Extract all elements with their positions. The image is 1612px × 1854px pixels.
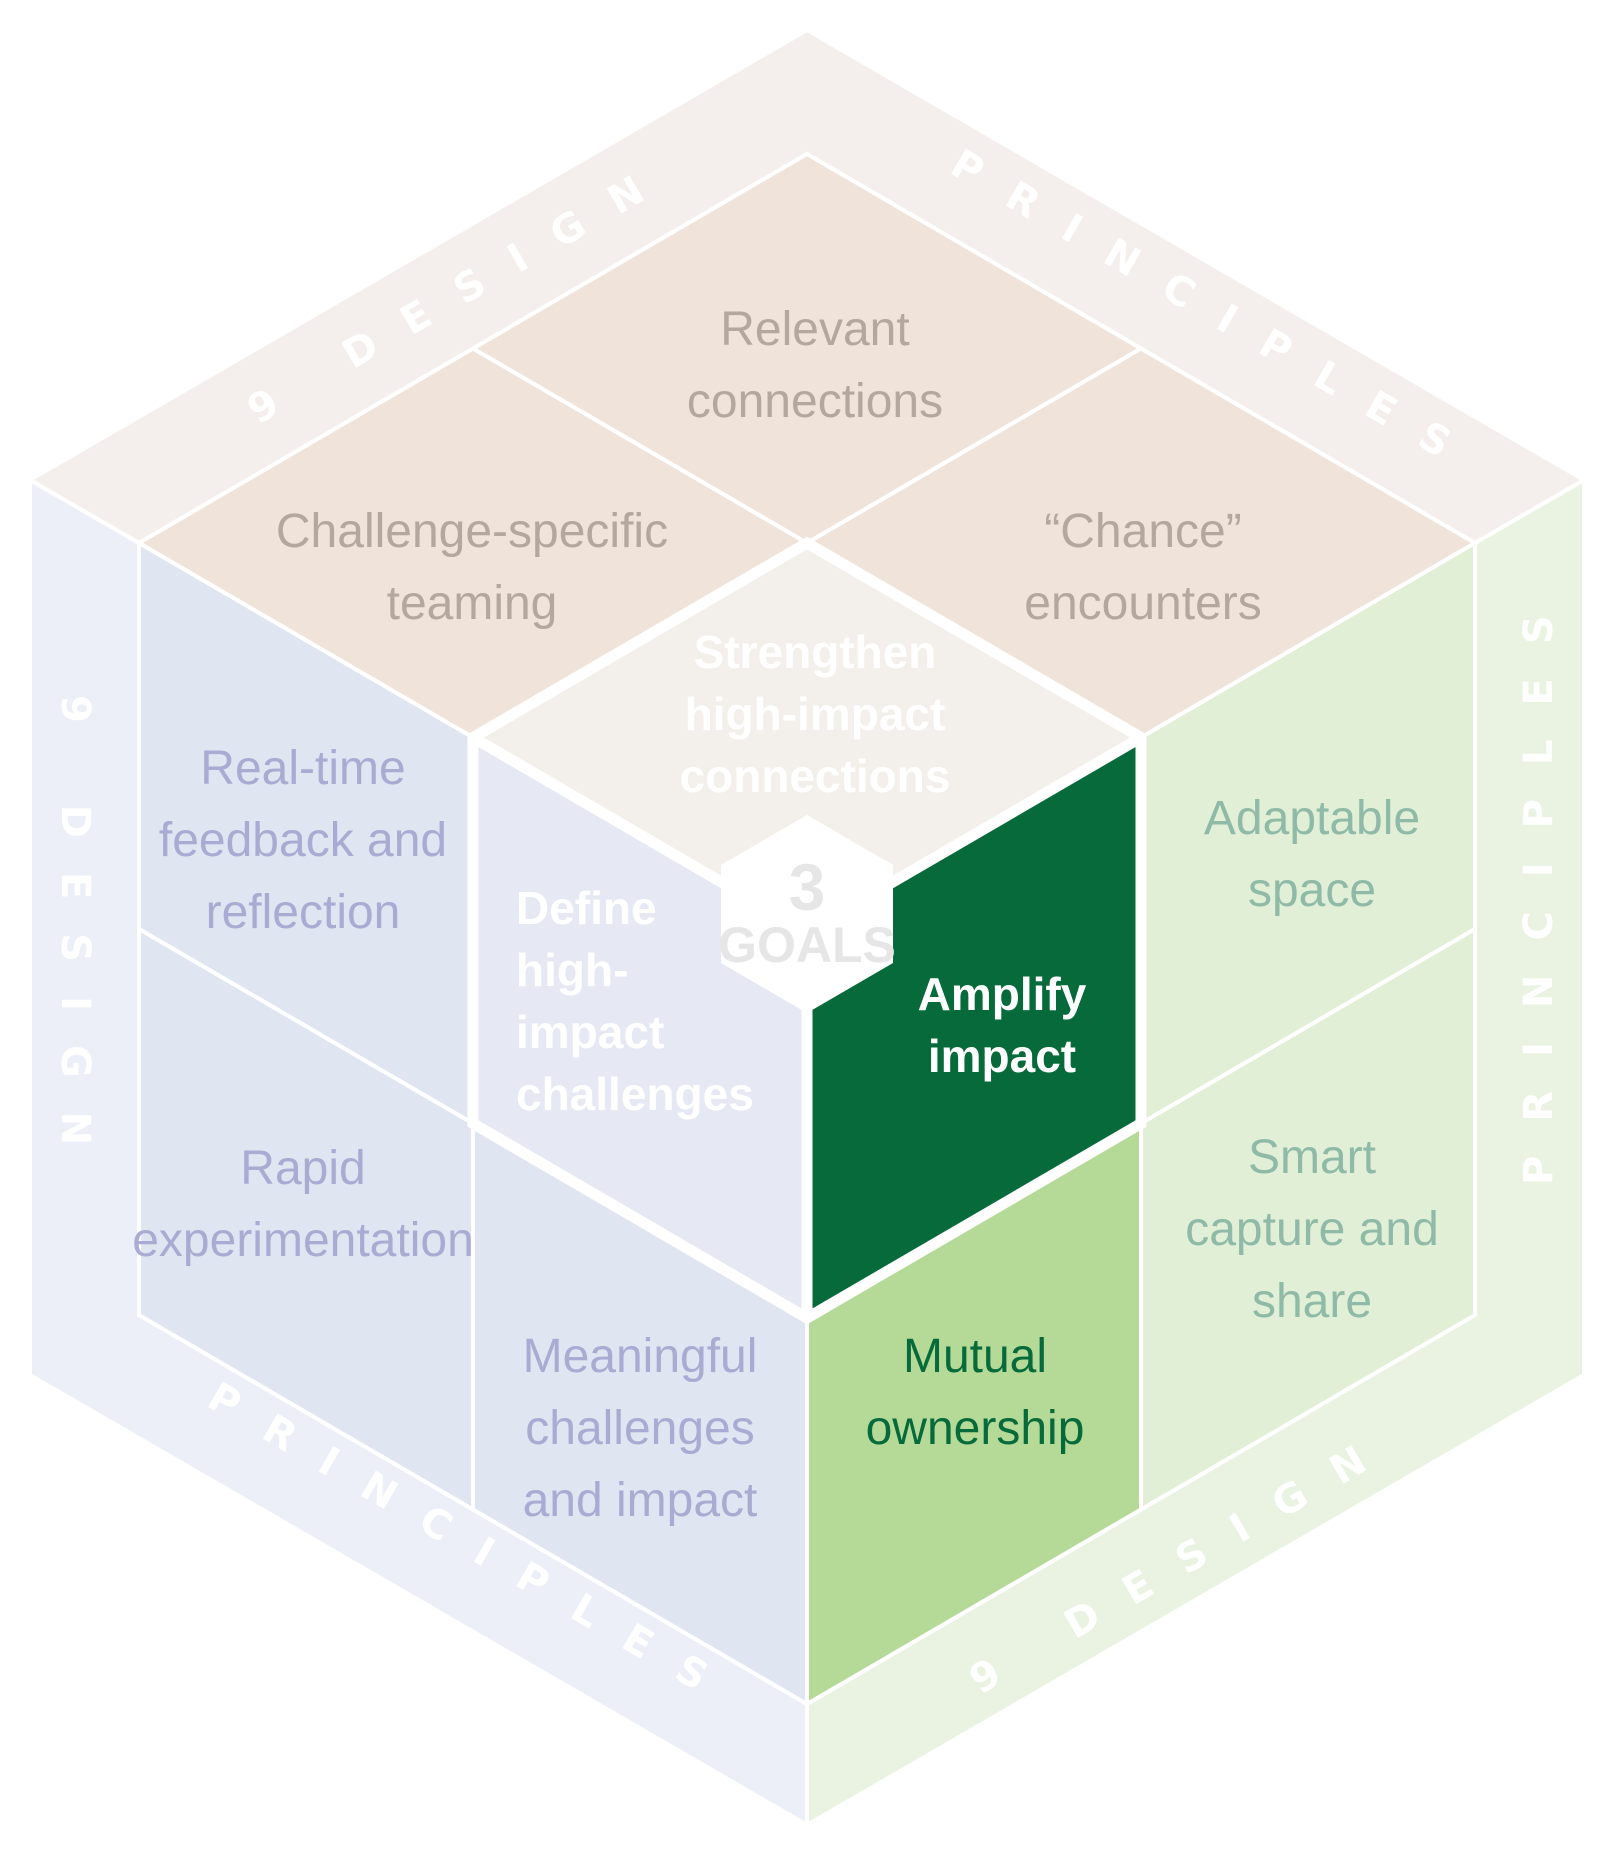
label-smart-capture: Smart capture and share [1185, 1131, 1439, 1328]
svg-text:“Chance”: “Chance” [1044, 505, 1241, 558]
label-rapid-experimentation: Rapid experimentation [132, 1142, 474, 1267]
label-relevant-connections: Relevant connections [687, 303, 943, 428]
goal-amplify-face [807, 737, 1141, 1318]
svg-text:challenges: challenges [516, 1068, 754, 1120]
svg-text:Define: Define [516, 882, 657, 934]
svg-text:impact: impact [928, 1030, 1076, 1082]
goals-hexagon [721, 815, 893, 1013]
label-real-time-feedback: Real-time feedback and reflection [159, 742, 447, 939]
svg-text:Real-time: Real-time [200, 742, 405, 795]
svg-text:9 DESIGN: 9 DESIGN [52, 695, 98, 1179]
band-label-left: 9 DESIGN [52, 695, 98, 1179]
svg-text:Challenge-specific: Challenge-specific [276, 505, 668, 558]
band-label-right: PRINCIPLES [1516, 581, 1562, 1185]
svg-text:encounters: encounters [1024, 577, 1262, 630]
label-goal-define: Define high- impact challenges [516, 882, 754, 1120]
svg-text:teaming: teaming [387, 577, 558, 630]
label-adaptable-space: Adaptable space [1204, 792, 1420, 917]
svg-text:challenges: challenges [525, 1402, 755, 1455]
svg-text:and impact: and impact [523, 1474, 758, 1527]
svg-text:Amplify: Amplify [918, 968, 1087, 1020]
label-goal-strengthen: Strengthen high-impact connections [680, 626, 951, 802]
svg-text:connections: connections [687, 375, 943, 428]
svg-text:feedback and: feedback and [159, 814, 447, 867]
svg-text:Relevant: Relevant [720, 303, 909, 356]
svg-text:Meaningful: Meaningful [523, 1330, 758, 1383]
label-chance-encounters: “Chance” encounters [1024, 505, 1262, 630]
svg-text:Mutual: Mutual [903, 1330, 1047, 1383]
goals-number: 3 [789, 850, 826, 924]
svg-text:high-: high- [516, 944, 628, 996]
svg-text:space: space [1248, 864, 1376, 917]
svg-text:Smart: Smart [1248, 1131, 1376, 1184]
label-goal-amplify: Amplify impact [918, 968, 1087, 1082]
goals-label: GOALS [718, 917, 896, 973]
svg-text:Strengthen: Strengthen [694, 626, 937, 678]
svg-text:capture and: capture and [1185, 1203, 1439, 1256]
label-meaningful-challenges: Meaningful challenges and impact [523, 1330, 758, 1527]
svg-text:ownership: ownership [866, 1402, 1085, 1455]
label-mutual-ownership: Mutual ownership [866, 1330, 1085, 1455]
svg-text:high-impact: high-impact [685, 688, 946, 740]
svg-text:impact: impact [516, 1006, 664, 1058]
svg-text:PRINCIPLES: PRINCIPLES [1516, 581, 1562, 1185]
svg-text:connections: connections [680, 750, 951, 802]
label-challenge-specific-teaming: Challenge-specific teaming [276, 505, 668, 630]
svg-text:share: share [1252, 1275, 1372, 1328]
svg-text:experimentation: experimentation [132, 1214, 474, 1267]
svg-text:reflection: reflection [206, 886, 401, 939]
goal-define-face [473, 737, 807, 1318]
svg-text:Adaptable: Adaptable [1204, 792, 1420, 845]
svg-text:Rapid: Rapid [240, 1142, 365, 1195]
